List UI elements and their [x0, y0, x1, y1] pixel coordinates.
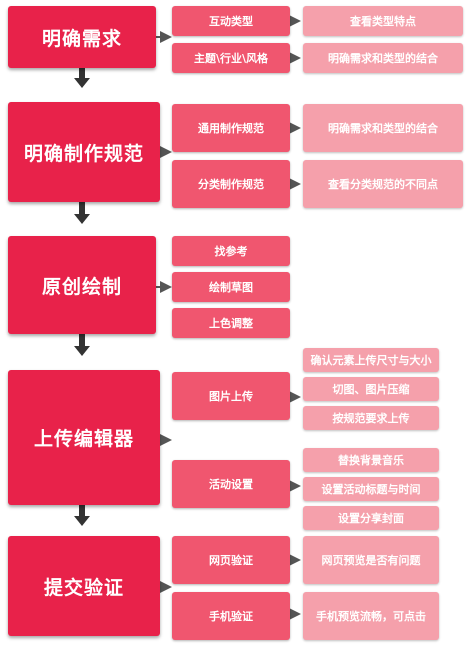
step-4-detail-5: 设置活动标题与时间: [303, 477, 439, 501]
step-3-item-3-label: 上色调整: [209, 317, 253, 330]
step-4-detail-2: 切图、图片压缩: [303, 377, 439, 401]
step-1-item-1-label: 互动类型: [209, 15, 253, 28]
step-4-detail-3-text: 按规范要求上传: [332, 412, 410, 425]
step-1-detail-2-text: 明确需求和类型的结合: [328, 52, 438, 65]
step-2-title: 明确制作规范: [23, 142, 144, 165]
step-3-item-1-label: 找参考: [214, 245, 248, 258]
step-1-item-1: 互动类型: [172, 6, 290, 36]
step-4-item-1: 图片上传: [172, 372, 290, 420]
down-arrows: [74, 64, 90, 526]
step-4-detail-6: 设置分享封面: [303, 506, 439, 530]
step-1-detail-1-text: 查看类型特点: [350, 15, 416, 28]
step-4-detail-1-text: 确认元素上传尺寸与大小: [310, 354, 432, 367]
step-2-detail-1: 明确需求和类型的结合: [303, 104, 463, 152]
step-4-detail-5-text: 设置活动标题与时间: [321, 483, 421, 496]
step-5-item-2-label: 手机验证: [209, 610, 253, 623]
step-5-detail-2: 手机预览流畅，可点击: [303, 592, 439, 640]
step-1-item-2-label: 主题\行业\风格: [193, 52, 269, 65]
step-1-item-2: 主题\行业\风格: [172, 43, 290, 73]
step-5-detail-1-text: 网页预览是否有问题: [321, 554, 421, 567]
step-5-detail-2-text: 手机预览流畅，可点击: [316, 610, 426, 623]
step-4-detail-4-text: 替换背景音乐: [338, 454, 404, 467]
step-3-title: 原创绘制: [41, 275, 122, 298]
step-2-detail-2-text: 查看分类规范的不同点: [328, 178, 438, 191]
step-1-title: 明确需求: [41, 27, 122, 50]
step-4-item-2: 活动设置: [172, 460, 290, 508]
step-2-item-2: 分类制作规范: [172, 160, 290, 208]
step-2-detail-2: 查看分类规范的不同点: [303, 160, 463, 208]
step-4-detail-4: 替换背景音乐: [303, 448, 439, 472]
step-2-detail-1-text: 明确需求和类型的结合: [328, 122, 438, 135]
step-5-item-2: 手机验证: [172, 592, 290, 640]
down-arrow-4: [74, 502, 90, 526]
step-1-detail-1: 查看类型特点: [303, 6, 463, 36]
step-2-item-1-label: 通用制作规范: [198, 122, 264, 135]
down-arrow-1: [74, 64, 90, 88]
step-4-item-2-label: 活动设置: [209, 478, 253, 491]
step-4-detail-3: 按规范要求上传: [303, 406, 439, 430]
step-3-box: 原创绘制: [8, 236, 156, 334]
step-3-item-2-label: 绘制草图: [209, 281, 253, 294]
step-4-detail-6-text: 设置分享封面: [338, 512, 404, 525]
step-1-box: 明确需求: [8, 6, 156, 68]
down-arrow-3: [74, 332, 90, 356]
step-3-item-1: 找参考: [172, 236, 290, 266]
step-3-item-3: 上色调整: [172, 308, 290, 338]
step-4-detail-2-text: 切图、图片压缩: [332, 383, 410, 396]
step-2-item-1: 通用制作规范: [172, 104, 290, 152]
step-4-title: 上传编辑器: [33, 428, 134, 450]
down-arrow-2: [74, 200, 90, 224]
step-3-item-2: 绘制草图: [172, 272, 290, 302]
step-5-detail-1: 网页预览是否有问题: [303, 536, 439, 584]
step-5-item-1-label: 网页验证: [209, 554, 253, 567]
step-4-box: 上传编辑器: [8, 370, 160, 505]
step-2-item-2-label: 分类制作规范: [198, 178, 264, 191]
step-4-detail-1: 确认元素上传尺寸与大小: [303, 348, 439, 372]
step-1-detail-2: 明确需求和类型的结合: [303, 43, 463, 73]
step-2-box: 明确制作规范: [8, 102, 160, 202]
step-5-title: 提交验证: [43, 576, 124, 599]
step-5-box: 提交验证: [8, 536, 160, 636]
step-4-item-1-label: 图片上传: [209, 390, 253, 403]
step-5-item-1: 网页验证: [172, 536, 290, 584]
